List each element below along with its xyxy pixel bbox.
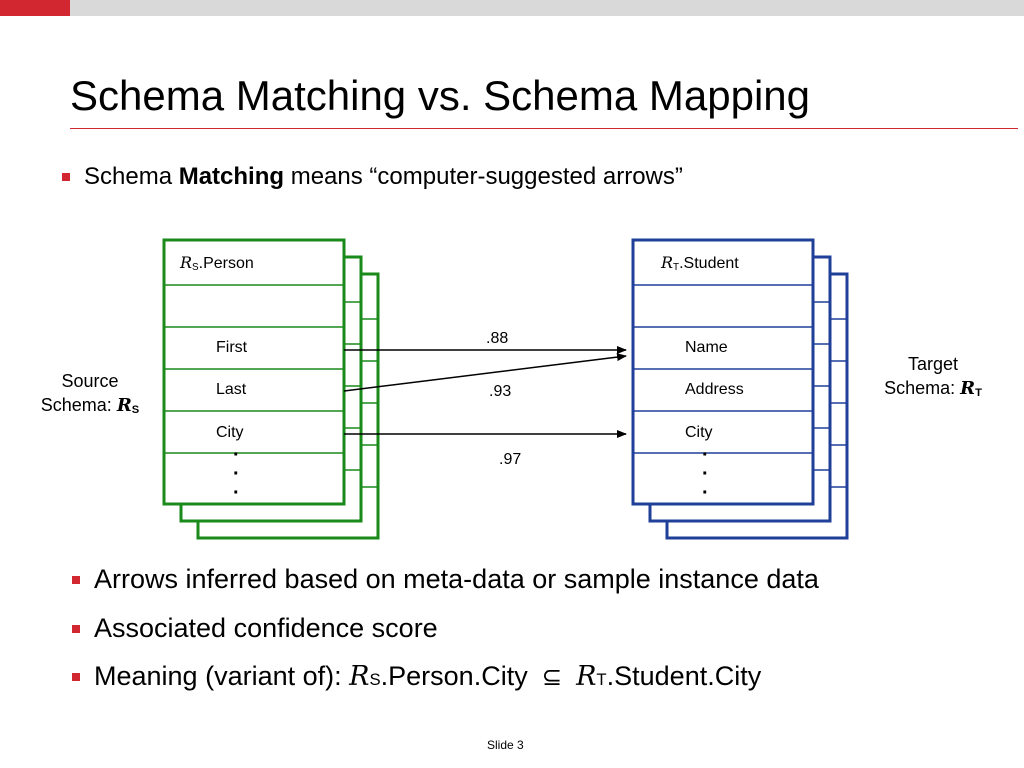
meaning-right-symbol: R <box>576 661 597 692</box>
source-field: Last <box>216 381 247 398</box>
target-field: City <box>685 424 713 441</box>
target-header-name: .Student <box>679 255 739 272</box>
score-label: .88 <box>486 330 509 347</box>
target-header-symbol: R <box>661 253 674 272</box>
source-header-name: .Person <box>198 255 254 272</box>
source-table-header: RS.Person <box>180 253 254 278</box>
source-label-line1: Source <box>61 371 119 391</box>
target-field: Name <box>685 339 728 356</box>
target-table-header: RT.Student <box>661 253 739 278</box>
top-accent-bar <box>0 0 70 16</box>
source-ellipsis: ··· <box>233 444 240 504</box>
target-field: Address <box>685 381 744 398</box>
source-label-text: Schema: <box>40 395 117 415</box>
intro-bullet: Schema Matching means “computer-suggeste… <box>62 162 683 192</box>
subset-symbol: ⊆ <box>541 662 563 691</box>
bullet-marker <box>72 625 80 633</box>
intro-prefix: Schema <box>84 163 179 190</box>
source-label-line2: Schema: RS <box>22 393 158 422</box>
meaning-prefix: Meaning (variant of): <box>94 661 350 691</box>
target-label-text: Schema: <box>884 378 961 398</box>
bullet-marker <box>72 673 80 681</box>
bullet-text: Associated confidence score <box>94 613 438 643</box>
target-schema-sub: T <box>975 387 982 400</box>
target-schema-label: Target Schema: RT <box>862 352 1004 405</box>
bullet-text: Arrows inferred based on meta-data or sa… <box>94 564 819 594</box>
slide-number: Slide 3 <box>487 738 524 752</box>
target-label-line1: Target <box>907 354 959 374</box>
source-header-symbol: R <box>180 253 193 272</box>
source-field: City <box>216 424 244 441</box>
meaning-left-symbol: R <box>349 661 370 692</box>
meaning-right-text: .Student.City <box>606 661 762 691</box>
target-table-stack <box>631 238 849 540</box>
arrow-last-to-name <box>343 353 627 392</box>
score-label: .97 <box>499 451 522 468</box>
top-gray-bar <box>70 0 1024 16</box>
source-table <box>162 238 346 506</box>
source-schema-symbol: R <box>116 395 132 416</box>
bullet-marker <box>62 173 70 181</box>
intro-bold: Matching <box>178 163 285 190</box>
bullet-item: Associated confidence score <box>72 611 438 645</box>
bullet-item: Arrows inferred based on meta-data or sa… <box>72 562 819 596</box>
target-table <box>631 238 815 506</box>
source-field: First <box>216 339 248 356</box>
slide-title: Schema Matching vs. Schema Mapping <box>70 72 811 119</box>
title-divider <box>70 128 1018 129</box>
target-schema-symbol: R <box>960 378 976 399</box>
source-schema-sub: S <box>131 404 140 417</box>
source-schema-label: Source Schema: RS <box>22 369 158 422</box>
target-label-line2: Schema: RT <box>862 376 1004 405</box>
target-ellipsis: ··· <box>702 444 709 504</box>
meaning-right-sub: T <box>596 670 607 689</box>
meaning-left-sub: S <box>369 670 381 689</box>
score-label: .93 <box>489 383 512 400</box>
intro-suffix: means “computer-suggested arrows” <box>284 163 683 190</box>
source-table-stack <box>162 238 380 540</box>
meaning-left-text: .Person.City <box>380 661 528 691</box>
target-header-sub: T <box>673 261 680 273</box>
bullet-marker <box>72 576 80 584</box>
source-header-sub: S <box>192 261 199 273</box>
